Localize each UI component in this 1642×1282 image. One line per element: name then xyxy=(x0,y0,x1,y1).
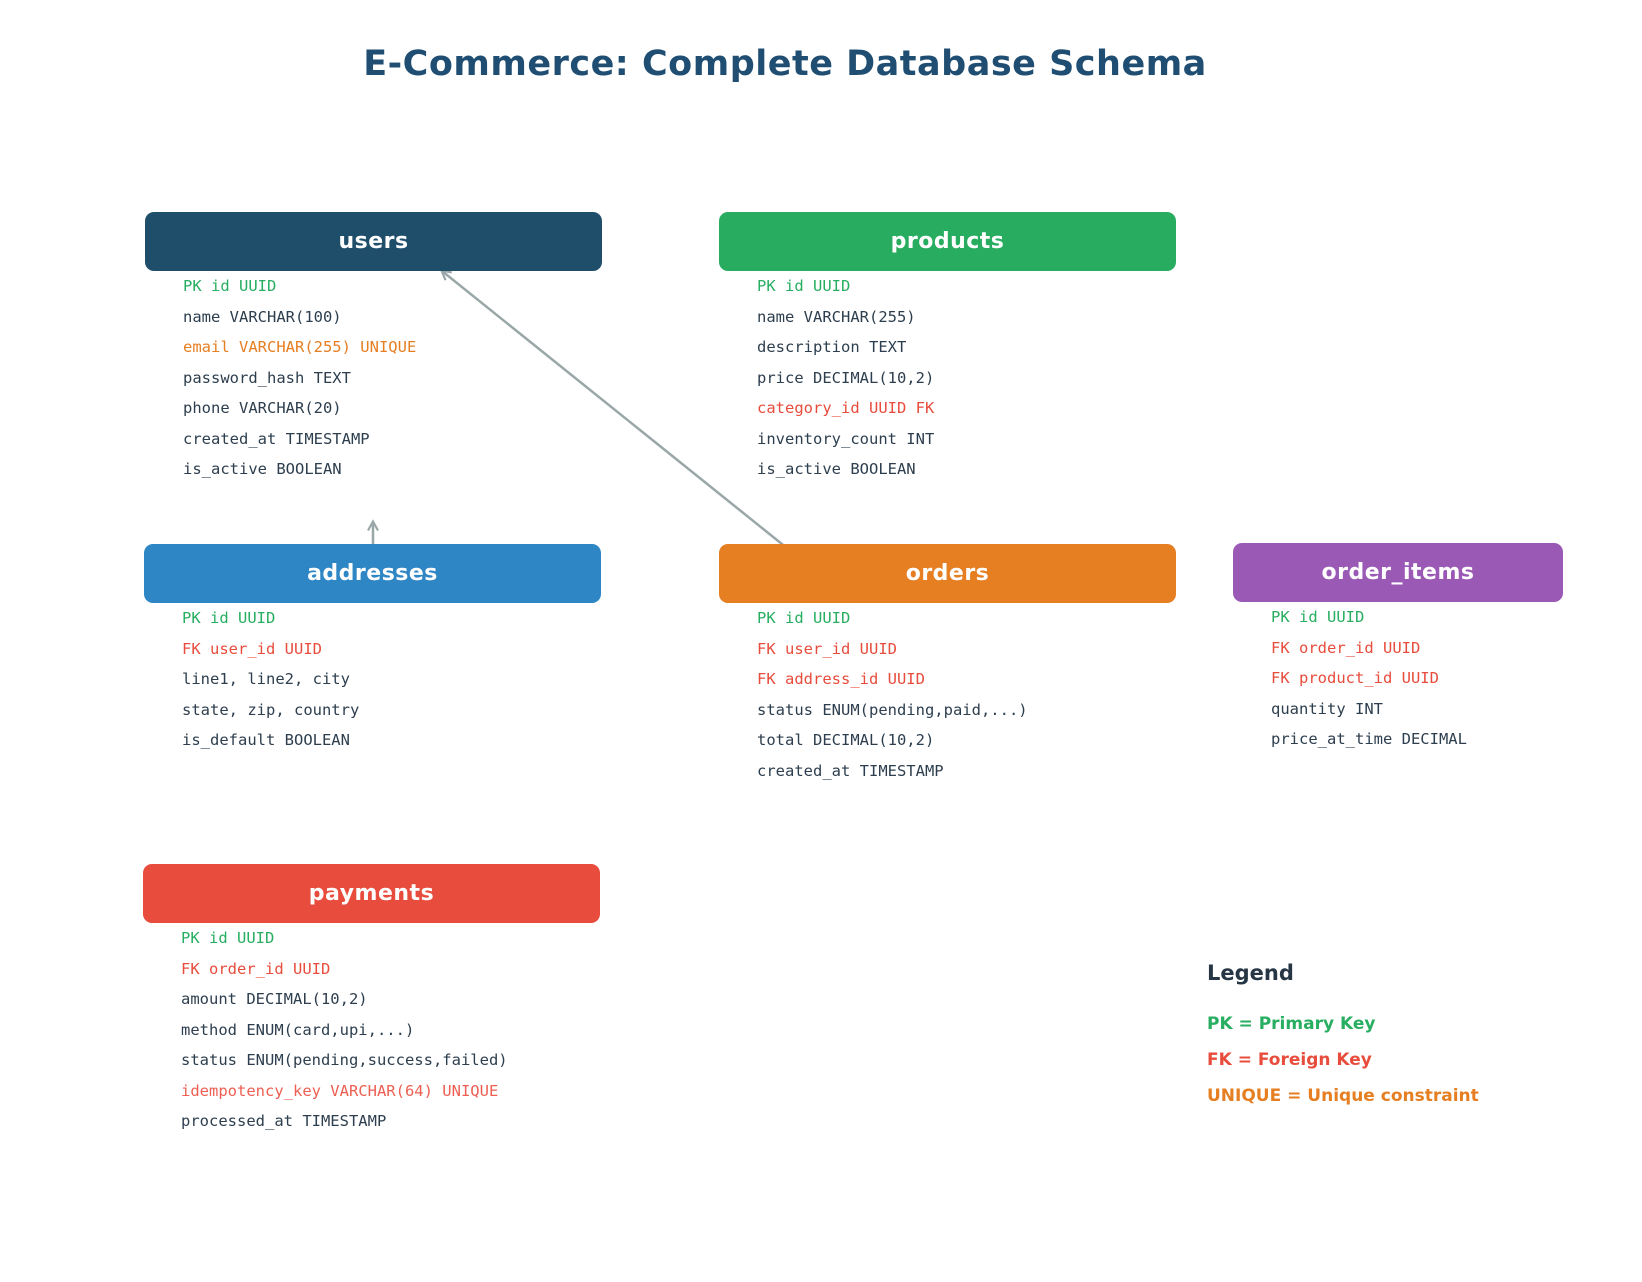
field-row: created_at TIMESTAMP xyxy=(183,429,370,448)
field-row: price_at_time DECIMAL xyxy=(1271,730,1467,749)
legend-item: FK = Foreign Key xyxy=(1207,1050,1372,1070)
field-row: quantity INT xyxy=(1271,699,1383,718)
table-fields: PK id UUID name VARCHAR(255) description T… xyxy=(757,271,1176,485)
field-row: is_default BOOLEAN xyxy=(182,731,350,750)
field-row: is_active BOOLEAN xyxy=(757,460,916,479)
legend-item: UNIQUE = Unique constraint xyxy=(1207,1086,1479,1106)
table-fields: PK id UUID FK user_id UUID FK address_id U… xyxy=(757,603,1176,786)
field-row: name VARCHAR(255) xyxy=(757,307,916,326)
field-row: PK id UUID xyxy=(182,609,276,628)
field-row: name VARCHAR(100) xyxy=(183,307,342,326)
field-row: FK order_id UUID xyxy=(181,959,331,978)
field-row: processed_at TIMESTAMP xyxy=(181,1112,387,1131)
field-row: FK product_id UUID xyxy=(1271,669,1439,688)
field-row: PK id UUID xyxy=(757,277,851,296)
field-row: status ENUM(pending,success,failed) xyxy=(181,1051,508,1070)
field-row: category_id UUID FK xyxy=(757,399,935,418)
field-row: PK id UUID xyxy=(1271,608,1365,627)
field-row: PK id UUID xyxy=(183,277,277,296)
field-row: price DECIMAL(10,2) xyxy=(757,368,935,387)
table-header: addresses xyxy=(144,544,601,603)
table-fields: PK id UUID FK user_id UUID line1, line2, c… xyxy=(182,603,601,756)
table-fields: PK id UUID name VARCHAR(100) email VARCHAR… xyxy=(183,271,602,485)
field-row: state, zip, country xyxy=(182,700,360,719)
legend-item: PK = Primary Key xyxy=(1207,1014,1376,1034)
legend-heading: Legend xyxy=(1207,961,1294,985)
field-row: inventory_count INT xyxy=(757,429,935,448)
table-header: order_items xyxy=(1233,543,1563,602)
table-header: products xyxy=(719,212,1176,271)
field-row: FK order_id UUID xyxy=(1271,638,1421,657)
field-row: status ENUM(pending,paid,...) xyxy=(757,700,1028,719)
table-fields: PK id UUID FK order_id UUID FK product_id … xyxy=(1271,602,1563,755)
table-fields: PK id UUID FK order_id UUID amount DECIMAL… xyxy=(181,923,600,1137)
field-row: PK id UUID xyxy=(757,609,851,628)
field-row: is_active BOOLEAN xyxy=(183,460,342,479)
field-row: line1, line2, city xyxy=(182,670,350,689)
field-row: PK id UUID xyxy=(181,929,275,948)
field-row: FK user_id UUID xyxy=(182,639,322,658)
field-row: email VARCHAR(255) UNIQUE xyxy=(183,338,417,357)
table-header: payments xyxy=(143,864,600,923)
page-title: E-Commerce: Complete Database Schema xyxy=(363,44,1207,84)
field-row: method ENUM(card,upi,...) xyxy=(181,1020,415,1039)
field-row: description TEXT xyxy=(757,338,907,357)
table-header: orders xyxy=(719,544,1176,603)
field-row: password_hash TEXT xyxy=(183,368,351,387)
field-row: created_at TIMESTAMP xyxy=(757,761,944,780)
field-row: total DECIMAL(10,2) xyxy=(757,731,935,750)
field-row: FK user_id UUID xyxy=(757,639,897,658)
table-header: users xyxy=(145,212,602,271)
field-row: amount DECIMAL(10,2) xyxy=(181,990,368,1009)
field-row: phone VARCHAR(20) xyxy=(183,399,342,418)
field-row: FK address_id UUID xyxy=(757,670,925,689)
field-row: idempotency_key VARCHAR(64) UNIQUE xyxy=(181,1081,499,1100)
